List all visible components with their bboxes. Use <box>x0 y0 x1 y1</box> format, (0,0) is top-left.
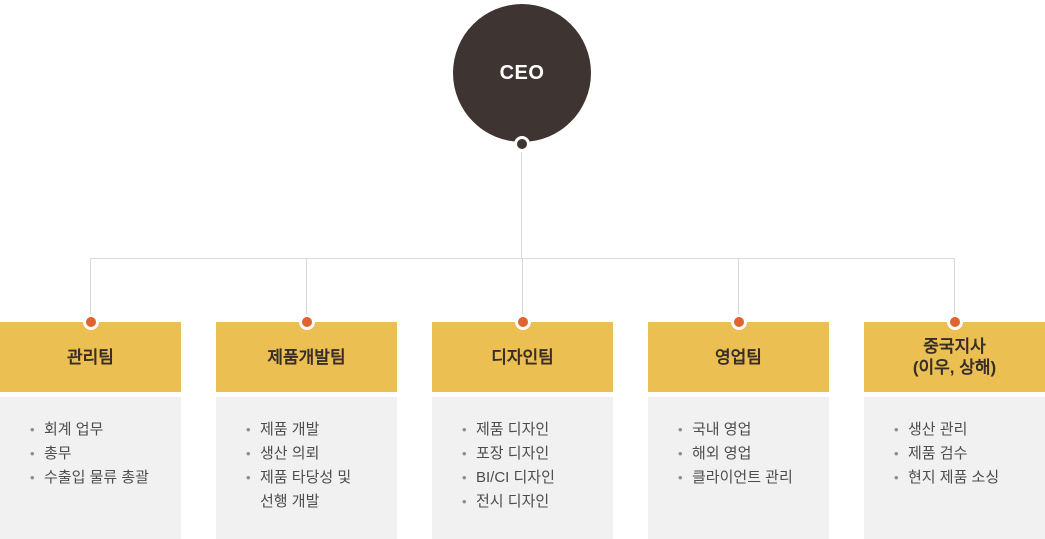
list-item: • 생산 의뢰 <box>246 442 389 466</box>
department-connector-dot <box>946 314 963 330</box>
list-item-text: 국내 영업 <box>692 421 752 438</box>
department-column: 관리팀 • 회계 업무 • 총무 • 수출입 물류 총괄 <box>0 258 181 539</box>
bullet-icon: • <box>30 470 35 485</box>
bullet-icon: • <box>30 422 35 437</box>
list-item: • 회계 업무 <box>30 418 173 442</box>
department-list: • 국내 영업 • 해외 영업 • 클라이언트 관리 <box>648 397 829 539</box>
department-name: 영업팀 <box>715 347 762 367</box>
department-column: 중국지사 (이우, 상해) • 생산 관리 • 제품 검수 • 현지 제품 소싱 <box>864 258 1045 539</box>
department-header: 중국지사 (이우, 상해) <box>864 322 1045 392</box>
department-column: 제품개발팀 • 제품 개발 • 생산 의뢰 • 제품 타당성 및 선행 개발 <box>216 258 397 539</box>
department-name: 관리팀 <box>67 347 114 367</box>
connector-line-drop <box>954 258 955 322</box>
bullet-icon: • <box>462 446 467 461</box>
list-item: • 수출입 물류 총괄 <box>30 466 173 490</box>
list-item: • 제품 타당성 및 선행 개발 <box>246 466 389 514</box>
connector-line-drop <box>738 258 739 322</box>
department-header: 제품개발팀 <box>216 322 397 392</box>
bullet-icon: • <box>462 470 467 485</box>
list-item-text: 수출입 물류 총괄 <box>44 469 149 486</box>
bullet-icon: • <box>894 422 899 437</box>
list-item-text: 포장 디자인 <box>476 445 550 462</box>
department-connector-dot <box>298 314 315 330</box>
list-item-text: 회계 업무 <box>44 421 104 438</box>
list-item: • 포장 디자인 <box>462 442 605 466</box>
list-item-text: 총무 <box>44 445 72 462</box>
department-list: • 제품 개발 • 생산 의뢰 • 제품 타당성 및 선행 개발 <box>216 397 397 539</box>
list-item: • 생산 관리 <box>894 418 1037 442</box>
department-column: 영업팀 • 국내 영업 • 해외 영업 • 클라이언트 관리 <box>648 258 829 539</box>
list-item: • 제품 디자인 <box>462 418 605 442</box>
list-item: • 국내 영업 <box>678 418 821 442</box>
list-item-text: BI/CI 디자인 <box>476 469 555 486</box>
list-item: • 해외 영업 <box>678 442 821 466</box>
bullet-icon: • <box>678 422 683 437</box>
connector-line-drop <box>90 258 91 322</box>
department-connector-dot <box>730 314 747 330</box>
department-list: • 회계 업무 • 총무 • 수출입 물류 총괄 <box>0 397 181 539</box>
department-column: 디자인팀 • 제품 디자인 • 포장 디자인 • BI/CI 디자인 • 전시 … <box>432 258 613 539</box>
department-header: 영업팀 <box>648 322 829 392</box>
bullet-icon: • <box>462 494 467 509</box>
connector-line-vertical-center <box>521 150 522 259</box>
list-item-text: 제품 타당성 및 선행 개발 <box>260 469 352 510</box>
department-connector-dot <box>514 314 531 330</box>
bullet-icon: • <box>246 422 251 437</box>
bullet-icon: • <box>246 470 251 485</box>
bullet-icon: • <box>462 422 467 437</box>
connector-line-drop <box>522 258 523 322</box>
bullet-icon: • <box>894 470 899 485</box>
list-item-text: 해외 영업 <box>692 445 752 462</box>
list-item: • 클라이언트 관리 <box>678 466 821 490</box>
list-item: • BI/CI 디자인 <box>462 466 605 490</box>
department-list: • 생산 관리 • 제품 검수 • 현지 제품 소싱 <box>864 397 1045 539</box>
list-item-text: 생산 관리 <box>908 421 968 438</box>
list-item-text: 클라이언트 관리 <box>692 469 793 486</box>
list-item-text: 제품 디자인 <box>476 421 550 438</box>
list-item: • 전시 디자인 <box>462 490 605 514</box>
list-item-text: 제품 개발 <box>260 421 320 438</box>
department-name: 제품개발팀 <box>267 347 346 367</box>
list-item-text: 제품 검수 <box>908 445 968 462</box>
department-connector-dot <box>82 314 99 330</box>
ceo-label: CEO <box>499 61 545 84</box>
bullet-icon: • <box>894 446 899 461</box>
department-header: 디자인팀 <box>432 322 613 392</box>
list-item-text: 현지 제품 소싱 <box>908 469 1000 486</box>
list-item: • 현지 제품 소싱 <box>894 466 1037 490</box>
ceo-node: CEO <box>453 4 591 142</box>
list-item: • 제품 검수 <box>894 442 1037 466</box>
list-item: • 총무 <box>30 442 173 466</box>
bullet-icon: • <box>30 446 35 461</box>
department-name: 중국지사 (이우, 상해) <box>912 337 997 377</box>
list-item: • 제품 개발 <box>246 418 389 442</box>
department-list: • 제품 디자인 • 포장 디자인 • BI/CI 디자인 • 전시 디자인 <box>432 397 613 539</box>
departments-row: 관리팀 • 회계 업무 • 총무 • 수출입 물류 총괄 제품개발팀 <box>0 258 1045 539</box>
list-item-text: 전시 디자인 <box>476 493 550 510</box>
department-name: 디자인팀 <box>491 347 554 367</box>
bullet-icon: • <box>678 470 683 485</box>
list-item-text: 생산 의뢰 <box>260 445 320 462</box>
ceo-connector-dot <box>514 136 530 152</box>
connector-line-drop <box>306 258 307 322</box>
bullet-icon: • <box>246 446 251 461</box>
department-header: 관리팀 <box>0 322 181 392</box>
bullet-icon: • <box>678 446 683 461</box>
